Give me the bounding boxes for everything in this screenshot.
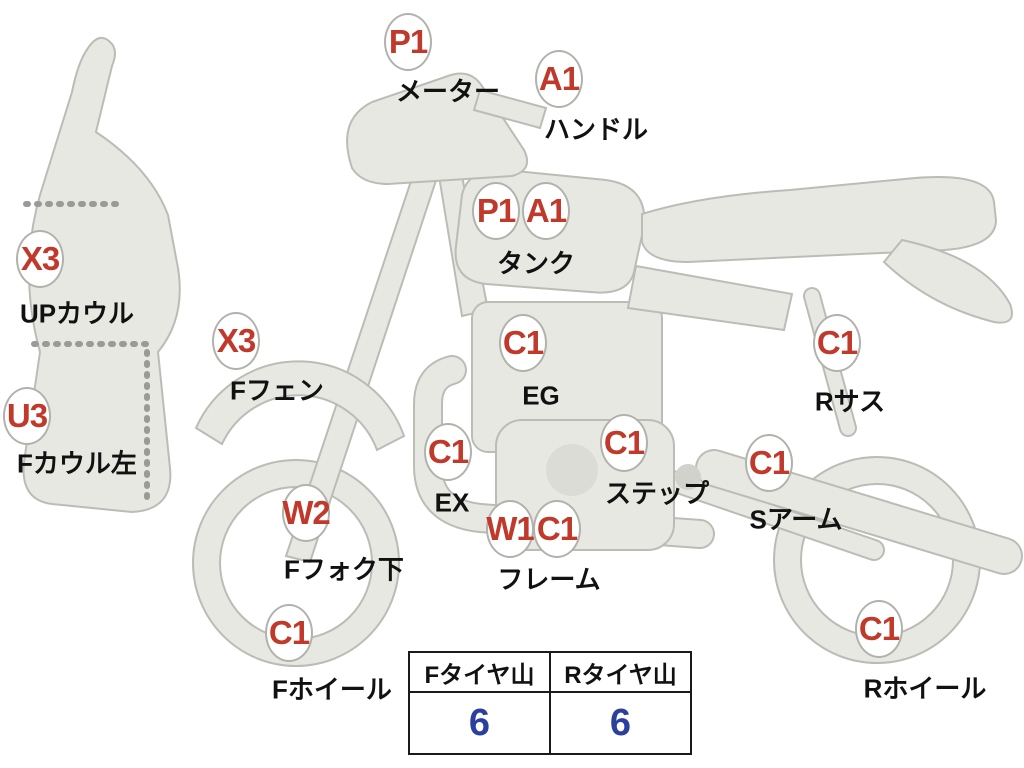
handlebar-shape bbox=[346, 72, 548, 186]
r-wheel-label: Rホイール bbox=[863, 673, 987, 704]
front-fender-shape bbox=[194, 360, 406, 452]
r-sus-label: Rサス bbox=[814, 386, 886, 417]
frame-label: フレーム bbox=[497, 564, 601, 595]
f-cowl-left-label: Fカウル左 bbox=[17, 448, 137, 479]
f-fork-lower-label: Fフォク下 bbox=[284, 554, 404, 585]
step-grade-badge: C1 bbox=[600, 414, 648, 472]
handle-grade-badge: A1 bbox=[535, 50, 583, 108]
tail-cowl-shape bbox=[882, 238, 1013, 324]
s-arm-grade-badge: C1 bbox=[745, 434, 793, 492]
r-sus-grade-badge: C1 bbox=[813, 314, 861, 372]
meter-label: メーター bbox=[395, 76, 501, 107]
f-wheel-grade-badge: C1 bbox=[265, 604, 313, 662]
f-wheel-label: Fホイール bbox=[272, 674, 392, 705]
f-fender-label: Fフェン bbox=[230, 375, 324, 406]
f-cowl-left-grade-badge: U3 bbox=[3, 387, 51, 445]
engine-label: EG bbox=[522, 380, 560, 411]
up-cowl-grade-badge: X3 bbox=[16, 230, 64, 288]
frame-grade-badge-2: C1 bbox=[533, 500, 581, 558]
exhaust-label: EX bbox=[434, 487, 470, 518]
tank-grade-badge-2: A1 bbox=[522, 182, 570, 240]
cowl-dotted-lines bbox=[23, 201, 153, 507]
front-wheel-shape bbox=[192, 459, 400, 667]
frame-grade-badge-1: W1 bbox=[486, 500, 535, 558]
tire-table-header-rear: Rタイヤ山 bbox=[549, 651, 692, 693]
step-shape bbox=[675, 464, 701, 490]
tire-tread-front-value: 6 bbox=[408, 691, 551, 755]
tank-label: タンク bbox=[496, 248, 576, 279]
s-arm-label: Sアーム bbox=[749, 504, 843, 535]
tank-grade-badge-1: P1 bbox=[472, 182, 520, 240]
exhaust-grade-badge: C1 bbox=[424, 423, 472, 481]
tire-tread-table: Fタイヤ山 Rタイヤ山 6 6 bbox=[408, 651, 692, 755]
engine-grade-badge: C1 bbox=[499, 314, 547, 372]
up-cowl-label: UPカウル bbox=[19, 298, 135, 329]
meter-grade-badge: P1 bbox=[384, 13, 432, 71]
handle-label: ハンドル bbox=[543, 114, 649, 145]
step-label: ステップ bbox=[604, 478, 710, 509]
f-fork-lower-grade-badge: W2 bbox=[282, 484, 331, 542]
r-wheel-grade-badge: C1 bbox=[855, 600, 903, 658]
side-frame-shape bbox=[626, 264, 794, 332]
tire-table-header-front: Fタイヤ山 bbox=[408, 651, 551, 693]
f-fender-grade-badge: X3 bbox=[212, 312, 260, 370]
tire-tread-rear-value: 6 bbox=[549, 691, 692, 755]
